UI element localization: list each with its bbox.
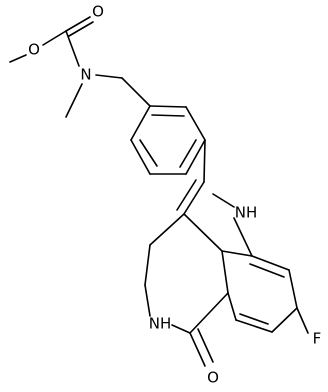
bond-line [183,213,223,252]
bond-line [139,139,158,167]
bond-line [179,139,197,168]
bond-line [185,139,206,175]
bond-line [95,74,123,79]
bond-line [235,319,273,333]
bond-line [130,139,151,175]
bond-line [65,30,80,67]
bond-line [9,54,27,63]
bond-line [212,193,235,208]
bond-line [149,213,185,246]
bond-line [288,269,298,309]
bond-line [176,179,197,211]
atom-label-f: F [313,330,322,348]
bond-line [68,21,94,37]
bond-line [239,313,269,325]
bond-line [144,244,151,286]
bond-line [149,105,187,108]
bond-line [171,324,191,334]
bond-line [189,292,229,334]
bond-line [271,307,298,333]
bond-line [65,16,91,32]
bond-line [197,328,214,363]
bond-line [121,77,151,107]
atom-label-nh-lactam: NH [149,315,172,333]
bond-line [221,250,253,257]
bond-line [144,284,151,317]
atom-label-nh-indole: NH [235,204,258,222]
bond-line [151,114,185,117]
bond-line [189,332,206,367]
atom-label-o-ester: O [28,41,40,59]
bond-line [221,250,229,294]
atom-label-n-carbamate: N [80,66,91,84]
bond-line [233,217,253,257]
bond-line [203,139,206,183]
bond-line [130,105,151,141]
bond-line [249,263,285,278]
bond-line [185,106,206,141]
bonds [9,16,309,367]
bond-line [227,292,237,321]
bond-line [65,83,83,118]
bond-line [251,255,290,271]
bond-line [296,307,309,334]
atom-label-o-carbonyl: O [92,3,104,21]
atom-label-o-lactam: O [207,369,219,387]
bond-line [42,30,67,46]
bond-line [183,181,205,215]
